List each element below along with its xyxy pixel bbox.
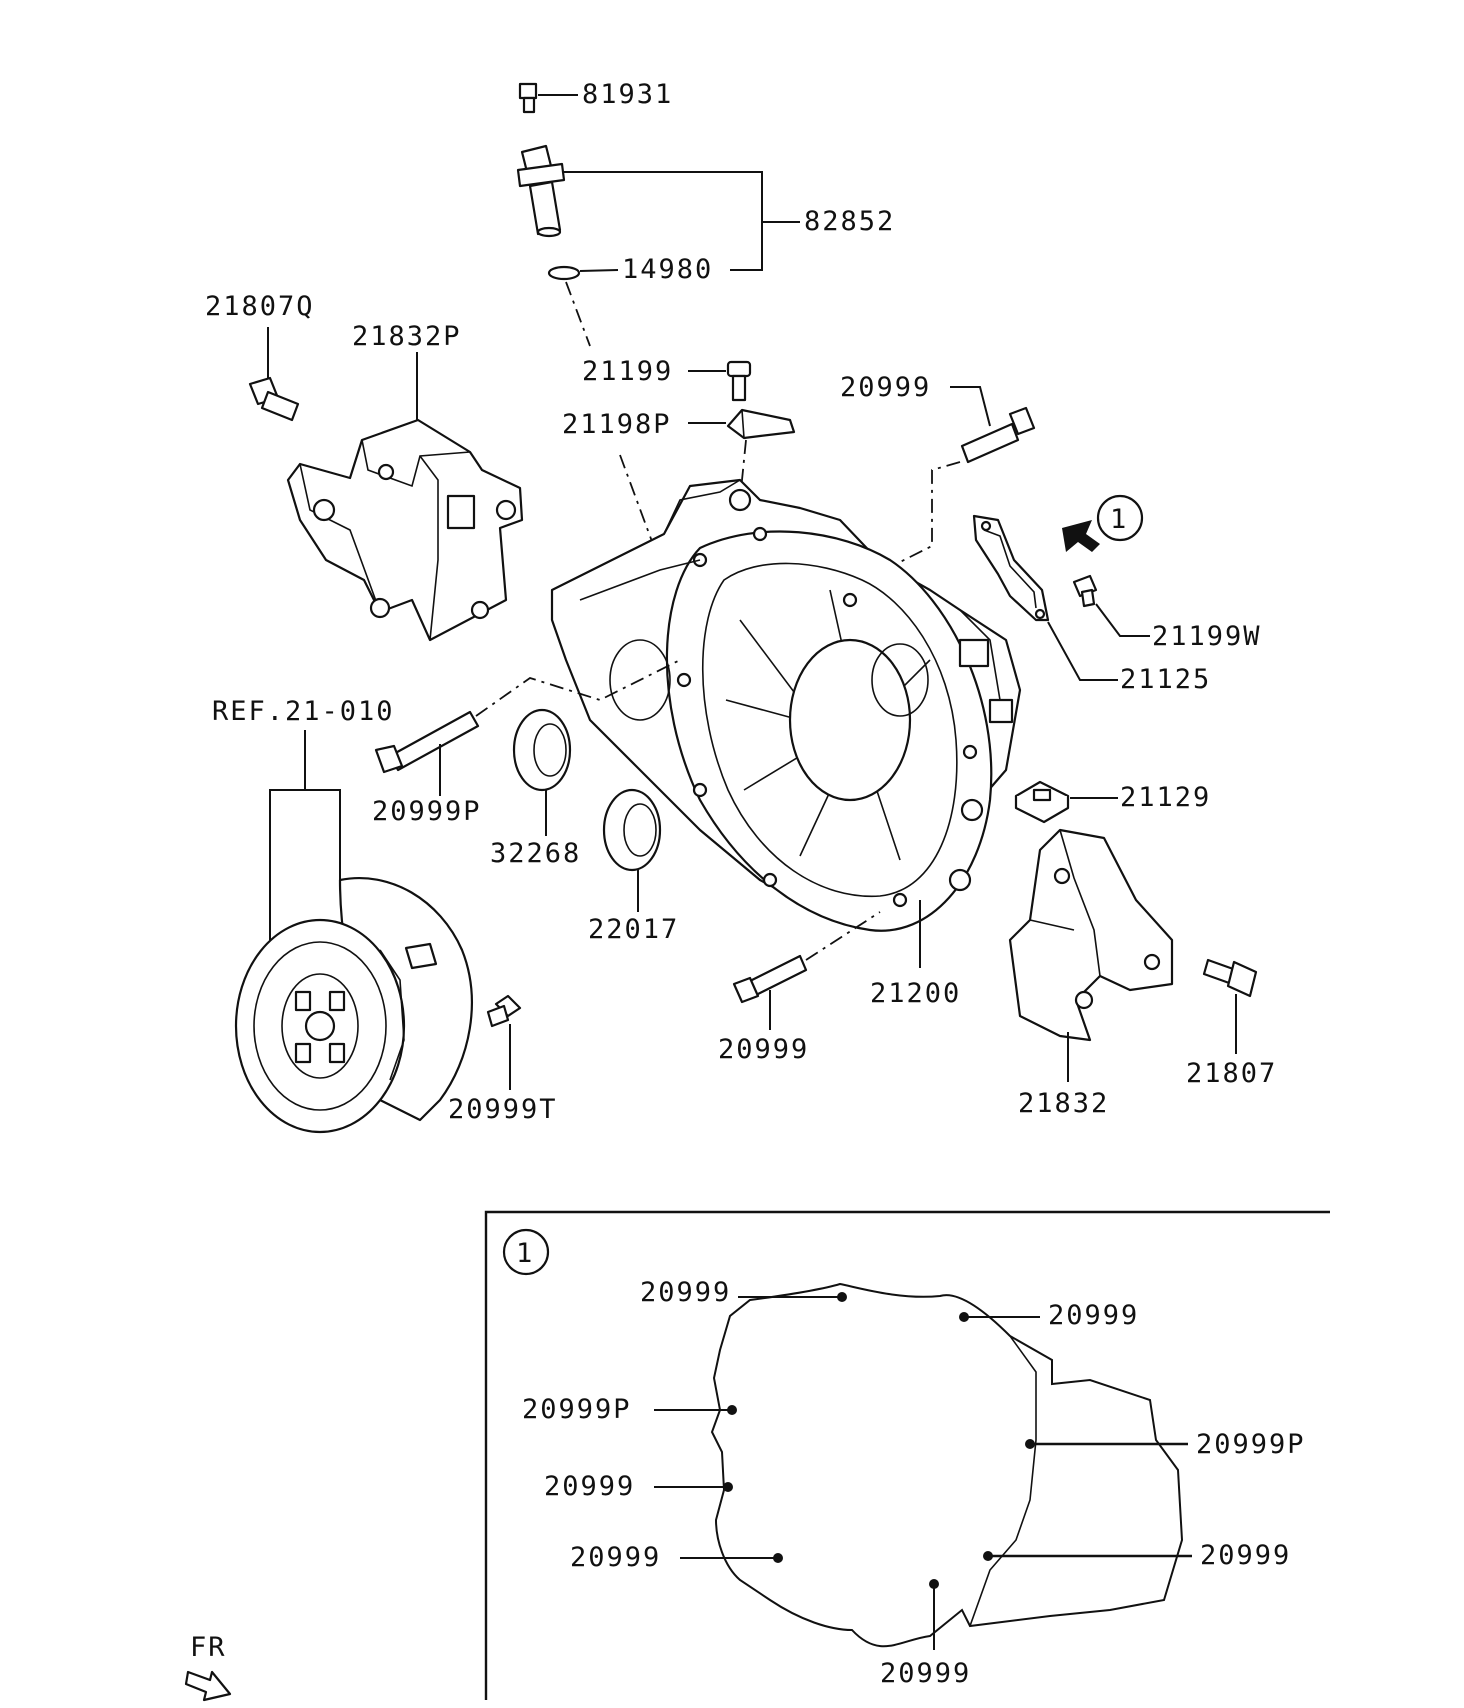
bracket-21125: [972, 514, 1050, 622]
callout-21125: 21125: [1120, 664, 1211, 695]
callout-20999t: 20999T: [448, 1094, 558, 1125]
inset-callout-top-right: 20999: [1048, 1300, 1139, 1331]
inset-callout-top-left: 20999: [640, 1277, 731, 1308]
seal-32268: [512, 708, 572, 792]
callout-21807q: 21807Q: [205, 291, 315, 322]
callout-82852: 82852: [804, 206, 895, 237]
callout-21832p: 21832P: [352, 321, 462, 352]
bolt-20999t: [486, 994, 522, 1028]
callout-20999p: 20999P: [372, 796, 482, 827]
bolt-21199: [726, 360, 752, 402]
bracket-21832: [1008, 828, 1174, 1042]
callout-22017: 22017: [588, 914, 679, 945]
plate-21198p: [726, 408, 796, 440]
callout-21129: 21129: [1120, 782, 1211, 813]
front-direction-indicator: FR: [184, 1632, 232, 1702]
svg-text:1: 1: [1110, 504, 1128, 535]
mount-21129: [1014, 780, 1070, 824]
inset-bolt-location-view: 1 20999 20999 20999P 20999P 20999 20999 …: [484, 1210, 1330, 1700]
callout-21199: 21199: [582, 356, 673, 387]
svg-text:FR: FR: [190, 1632, 227, 1663]
bolt-20999-top: [960, 406, 1036, 464]
bolt-81931: [518, 82, 538, 114]
callout-21807: 21807: [1186, 1058, 1277, 1089]
callout-14980: 14980: [622, 254, 713, 285]
bolt-20999p: [374, 710, 480, 774]
view-direction-arrow-icon: [1062, 520, 1100, 552]
sensor-82852: [516, 144, 566, 238]
callout-20999-top: 20999: [840, 372, 931, 403]
inset-callout-bottom: 20999: [880, 1658, 971, 1689]
inset-callout-right-middle: 20999P: [1196, 1429, 1306, 1460]
view-marker-1: 1: [1062, 494, 1144, 552]
inset-callout-left-lower: 20999: [570, 1542, 661, 1573]
bolt-21807: [1202, 958, 1258, 998]
inset-callout-right-lower: 20999: [1200, 1540, 1291, 1571]
clutch-assembly: [234, 877, 473, 1134]
transmission-case-21200: [550, 478, 1022, 932]
o-ring-14980: [547, 265, 581, 281]
callout-20999-bottom: 20999: [718, 1034, 809, 1065]
inset-marker-1: 1: [516, 1238, 534, 1269]
speed-sensor-assembly: 81931 82852 14980: [516, 79, 895, 347]
mount-bracket-21832p: [286, 418, 524, 642]
bolt-20999-bottom: [732, 954, 808, 1004]
bolt-21807q: [248, 327, 300, 422]
callout-81931: 81931: [582, 79, 673, 110]
callout-32268: 32268: [490, 838, 581, 869]
front-arrow-icon: [184, 1670, 232, 1702]
callout-21198p: 21198P: [562, 409, 672, 440]
inset-callout-left-upper: 20999P: [522, 1394, 632, 1425]
bolt-21199w: [1072, 574, 1098, 608]
seal-22017: [602, 788, 662, 872]
callout-ref-21-010: REF.21-010: [212, 696, 395, 727]
callout-21832: 21832: [1018, 1088, 1109, 1119]
callout-21199w: 21199W: [1152, 621, 1262, 652]
inset-callout-left-middle: 20999: [544, 1471, 635, 1502]
callout-21200: 21200: [870, 978, 961, 1009]
